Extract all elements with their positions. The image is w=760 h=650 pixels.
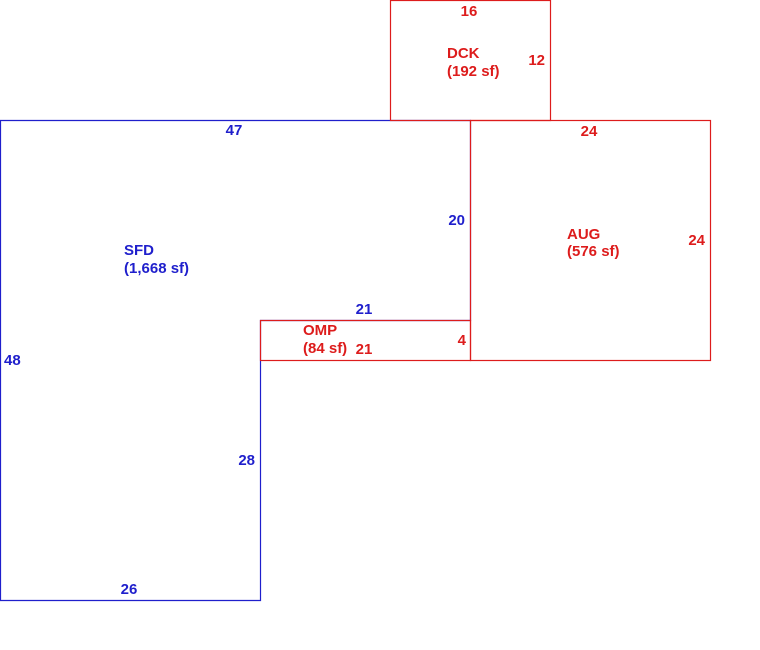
aug-dim-right: 24 [688,232,705,249]
dck-area-label: (192 sf) [447,63,500,80]
aug-area-label: (576 sf) [567,243,620,260]
dck-dim-top: 16 [461,3,478,20]
omp-outline [259,319,472,362]
aug-dim-top: 24 [581,123,598,140]
sfd-code-label: SFD [124,242,154,259]
omp-dim-bottom: 21 [356,341,373,358]
aug-code-label: AUG [567,226,600,243]
sfd-dim-bottom: 26 [121,581,138,598]
omp-area-label: (84 sf) [303,340,347,357]
sfd-dim-right-lower: 28 [238,452,255,469]
omp-code-label: OMP [303,322,337,339]
omp-dim-right: 4 [458,332,467,349]
sfd-dim-notch-top: 21 [356,301,373,318]
aug-outline [469,119,712,362]
sfd-area-label: (1,668 sf) [124,260,189,277]
sfd-dim-top: 47 [226,122,243,139]
dck-code-label: DCK [447,45,480,62]
sfd-dim-left: 48 [4,352,21,369]
sfd-dim-right-upper: 20 [448,212,465,229]
dck-dim-right: 12 [528,52,545,69]
